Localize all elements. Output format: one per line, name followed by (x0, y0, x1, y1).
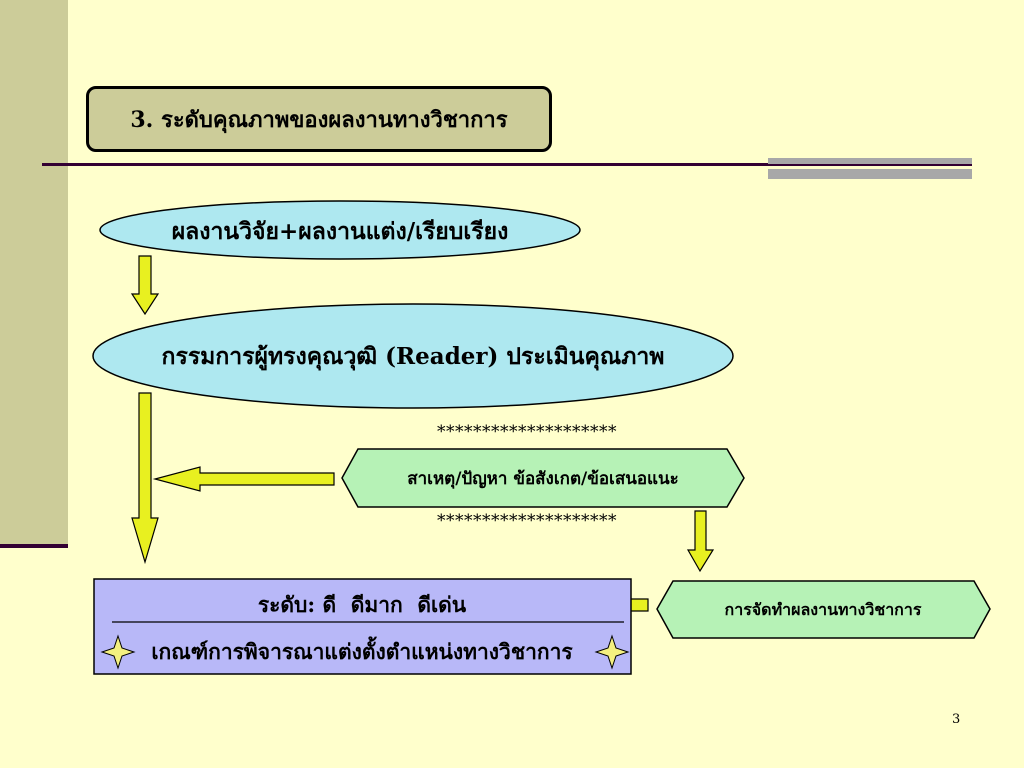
arrow-down-3 (686, 510, 715, 573)
arrow-down-1 (130, 255, 160, 316)
sidebar-decoration (0, 0, 68, 548)
title-rule (42, 163, 972, 166)
feedback-label: สาเหตุ/ปัญหา ข้อสังเกต/ข้อเสนอแนะ (407, 469, 679, 489)
slide-title: 3. ระดับคุณภาพของผลงานทางวิชาการ (86, 86, 552, 152)
revise-node: การจัดทำผลงานทางวิชาการ (656, 580, 991, 639)
feedback-hexagon (341, 448, 745, 508)
feedback-node: สาเหตุ/ปัญหา ข้อสังเกต/ข้อเสนอแนะ (341, 448, 745, 508)
arrow-left-feedback (152, 466, 335, 492)
step2-node: กรรมการผู้ทรงคุณวุฒิ (Reader) ประเมินคุณ… (92, 303, 734, 409)
revise-hexagon (656, 580, 991, 639)
levels-box (93, 578, 632, 675)
sparkle-left-icon (100, 634, 136, 670)
sparkle-right-icon (594, 634, 630, 670)
step2-label: กรรมการผู้ทรงคุณวุฒิ (Reader) ประเมินคุณ… (162, 343, 665, 371)
revise-label: การจัดทำผลงานทางวิชาการ (725, 600, 922, 619)
levels-label: ระดับ: ดี ดีมาก ดีเด่น (258, 592, 467, 617)
criteria-label: เกณฑ์การพิจารณาแต่งตั้งตำแหน่งทางวิชาการ (151, 636, 573, 664)
title-rule-accent-bottom (768, 169, 972, 179)
levels-node: ระดับ: ดี ดีมาก ดีเด่น เกณฑ์การพิจารณาแต… (93, 578, 632, 675)
page-number: 3 (952, 712, 961, 727)
step1-label: ผลงานวิจัย+ผลงานแต่ง/เรียบเรียง (172, 218, 509, 245)
step1-node: ผลงานวิจัย+ผลงานแต่ง/เรียบเรียง (99, 200, 581, 260)
sidebar-underline (0, 544, 68, 548)
stars-bottom: ******************** (437, 511, 617, 531)
step2-ellipse (92, 303, 734, 409)
slide-title-text: 3. ระดับคุณภาพของผลงานทางวิชาการ (130, 106, 508, 133)
title-rule-accent-top (768, 158, 972, 164)
stars-top: ******************** (437, 422, 617, 442)
arrow-down-2 (131, 392, 159, 565)
step1-ellipse (99, 200, 581, 260)
